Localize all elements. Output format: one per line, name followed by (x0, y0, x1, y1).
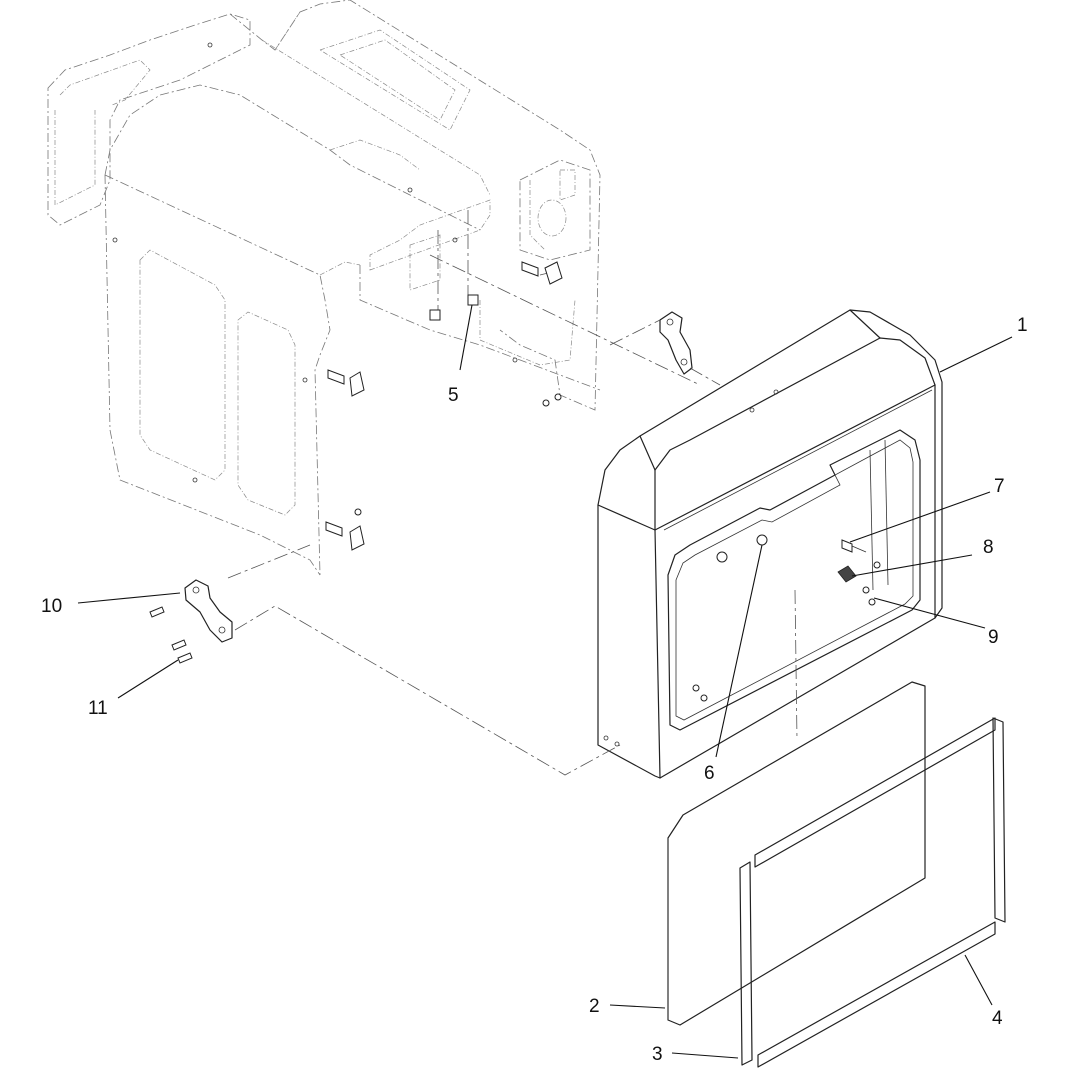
callout-5: 5 (448, 385, 459, 406)
lower-latch (184, 579, 233, 643)
callout-6: 6 (704, 763, 715, 784)
latch-bolts (149, 606, 193, 664)
phantom-hardware (325, 261, 563, 551)
leader-lines (77, 304, 1013, 1059)
upper-latch (659, 311, 693, 375)
main-cover-panel (597, 309, 943, 779)
callout-1: 1 (1017, 315, 1028, 336)
callout-11: 11 (88, 698, 108, 719)
assembly-lines (227, 319, 721, 776)
callout-8: 8 (983, 537, 994, 558)
callout-9: 9 (988, 627, 999, 648)
phantom-frame (47, 0, 701, 576)
main-panel-hardware (692, 534, 881, 702)
callout-7: 7 (994, 476, 1005, 497)
callout-2: 2 (589, 996, 600, 1017)
callout-4: 4 (992, 1008, 1003, 1029)
callout-labels: 1 2 3 4 5 6 7 8 9 10 11 (41, 315, 1028, 1065)
callout-10: 10 (41, 596, 62, 617)
trim-strips (739, 717, 1006, 1068)
callout-3: 3 (652, 1044, 663, 1065)
window-panel (667, 681, 926, 1026)
